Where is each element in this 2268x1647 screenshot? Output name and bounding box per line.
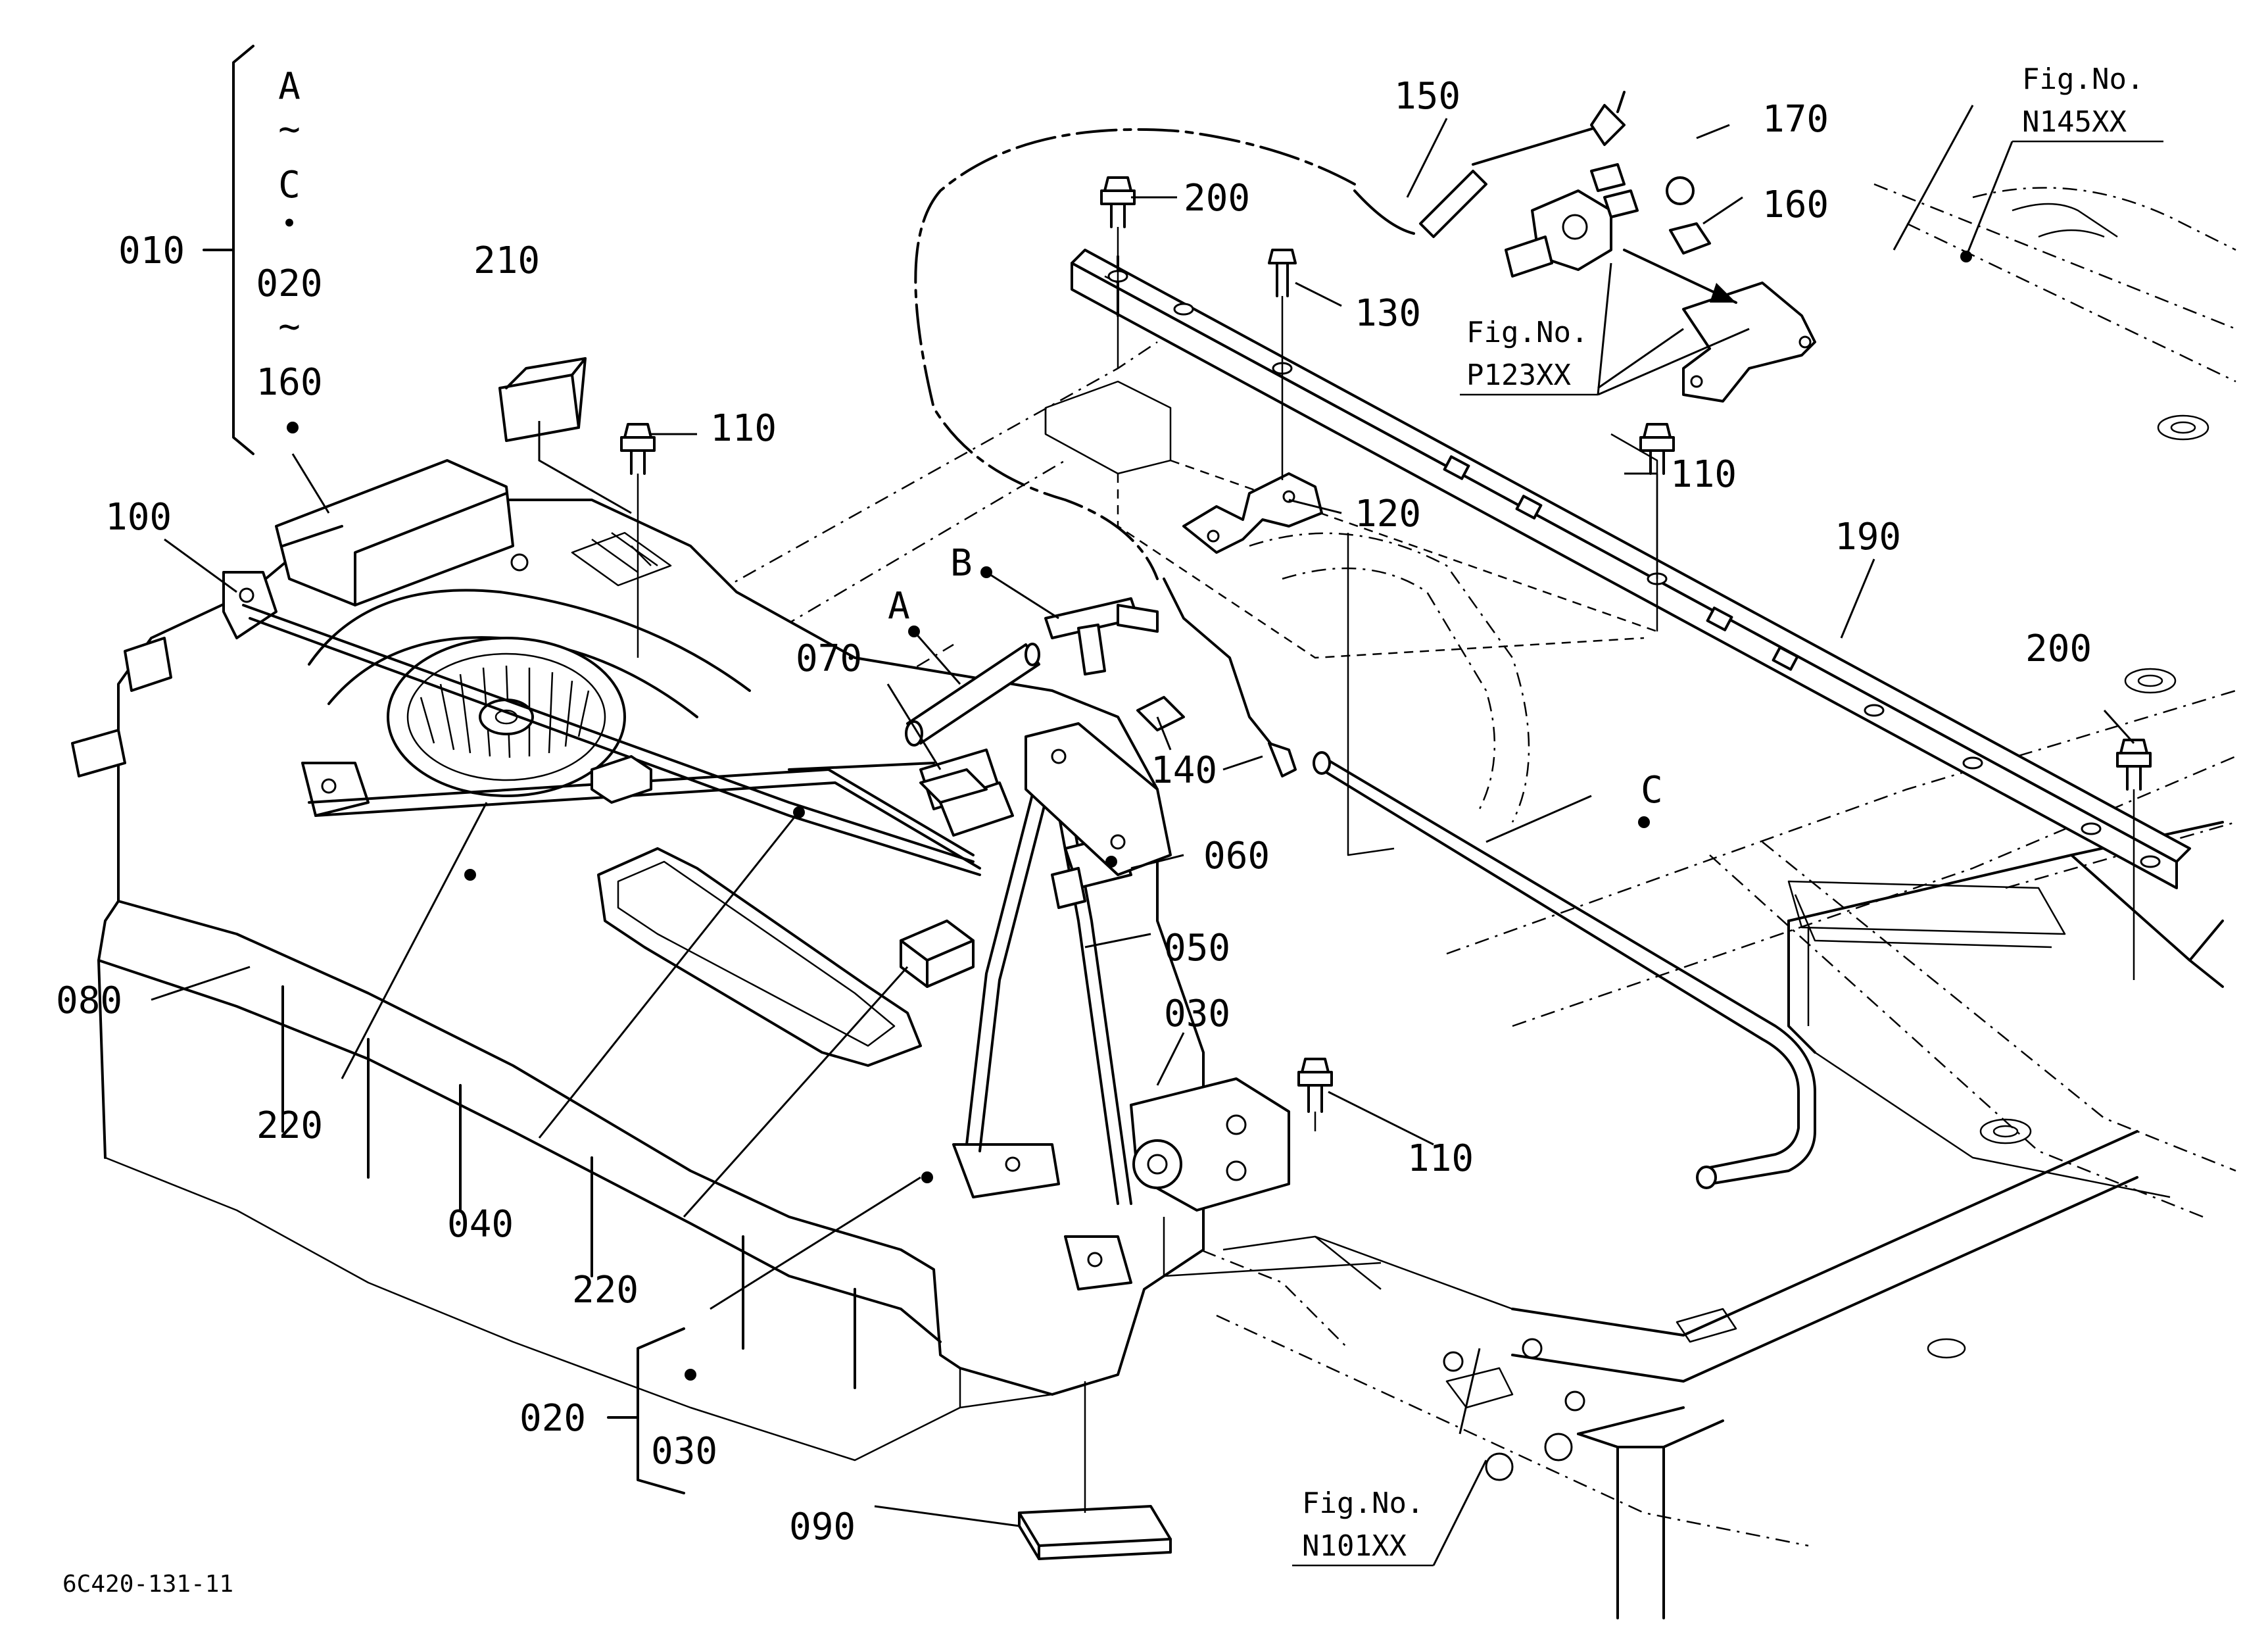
callout-c: C <box>1641 769 1663 812</box>
callout-120: 120 <box>1355 493 1421 535</box>
callout-070: 070 <box>796 637 862 680</box>
range-label-160: 160 <box>256 361 322 404</box>
fig-ref-n145-label: Fig.No. <box>2022 62 2144 96</box>
bracket-120 <box>1182 472 1323 554</box>
tee-b <box>1044 597 1159 676</box>
callout-130: 130 <box>1355 292 1421 335</box>
fig-ref-p123: Fig.No. P123XX <box>1460 262 1750 396</box>
water-valve <box>1505 163 1816 403</box>
fig-ref-n101: Fig.No. N101XX <box>1292 1460 1487 1567</box>
lower-floor-beam <box>1222 1130 2138 1619</box>
right-floor-channel <box>1787 821 2224 1198</box>
fig-ref-n145-code: N145XX <box>2022 105 2127 139</box>
leader-lines <box>151 105 2135 1527</box>
callout-140: 140 <box>1151 749 1217 792</box>
fig-ref-p123-code: P123XX <box>1466 358 1571 392</box>
range-label-a: A <box>278 65 301 108</box>
callout-220-center: 220 <box>572 1269 639 1312</box>
control-cable-150 <box>914 91 1626 777</box>
range-label-c: C <box>278 164 301 207</box>
callout-b: B <box>950 542 973 585</box>
callout-100: 100 <box>105 496 172 539</box>
callout-200-right: 200 <box>2025 627 2092 670</box>
drawing-code: 6C420-131-11 <box>62 1571 233 1598</box>
leader-dots <box>287 251 1972 1381</box>
callout-030: 030 <box>1164 993 1230 1035</box>
small-parts <box>498 357 1185 1560</box>
callout-210: 210 <box>473 239 540 282</box>
bolt-200-b <box>2116 739 2152 791</box>
extension-lines <box>637 227 2135 1513</box>
callout-040: 040 <box>447 1203 514 1246</box>
group-label-010: 010 <box>118 230 185 272</box>
heater-core <box>1130 1077 1290 1212</box>
sub-group-020: 020 030 <box>519 1327 717 1494</box>
bolt-110-a <box>620 423 656 475</box>
hose-a <box>905 643 1040 747</box>
range-dot: ・ <box>271 203 308 246</box>
fig-ref-n101-code: N101XX <box>1302 1529 1407 1563</box>
sub-group-parent-020: 020 <box>519 1397 586 1440</box>
sub-group-child-030: 030 <box>651 1430 717 1473</box>
fig-ref-p123-label: Fig.No. <box>1466 316 1588 349</box>
callout-150: 150 <box>1394 75 1460 118</box>
pipe-c <box>1313 751 1816 1189</box>
callouts: 100 210 110 150 170 160 200 130 110 120 … <box>56 75 2092 1548</box>
callout-060: 060 <box>1203 835 1270 877</box>
callout-170: 170 <box>1762 98 1829 141</box>
rail-190 <box>1071 249 2191 889</box>
control-harness <box>242 604 1132 1205</box>
bolt-110-c <box>1297 1058 1333 1113</box>
range-tilde-1: ~ <box>278 108 301 151</box>
rail-clips <box>1443 455 1799 671</box>
fig-ref-n101-label: Fig.No. <box>1302 1487 1424 1520</box>
callout-050: 050 <box>1164 927 1230 970</box>
control-plate-060 <box>1025 722 1172 876</box>
bolt-200-a <box>1100 176 1136 228</box>
bolt-130 <box>1268 249 1297 297</box>
callout-110-lower: 110 <box>1407 1137 1474 1180</box>
callout-200-upper: 200 <box>1184 177 1250 220</box>
callout-110-right: 110 <box>1670 453 1737 496</box>
callout-080: 080 <box>56 979 122 1022</box>
vent-duct <box>1044 380 2066 948</box>
range-label-020: 020 <box>256 262 322 305</box>
valve-arrow-head <box>1710 283 1736 303</box>
group-bracket-010: A ~ C ・ 020 ~ 160 010 <box>118 45 323 455</box>
callout-160: 160 <box>1762 184 1829 226</box>
callout-110-upper: 110 <box>710 407 777 450</box>
callout-220-left: 220 <box>256 1104 323 1147</box>
callout-190: 190 <box>1835 516 1901 558</box>
fig-ref-n145: Fig.No. N145XX <box>1965 62 2163 257</box>
bolt-110-b <box>1639 423 1675 475</box>
callout-090: 090 <box>789 1506 856 1548</box>
bolts <box>620 176 2152 1113</box>
callout-a: A <box>888 585 910 627</box>
range-tilde-2: ~ <box>278 305 301 348</box>
